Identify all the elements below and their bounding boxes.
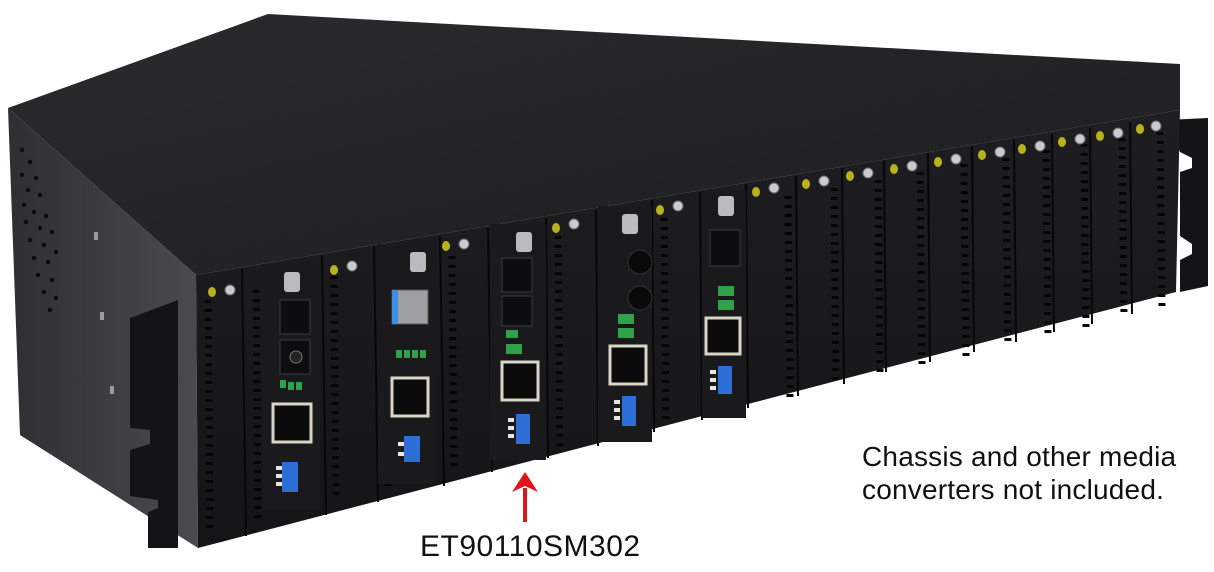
led-block [718, 286, 734, 310]
thumbscrew-icon [718, 196, 734, 216]
not-included-note: Chassis and other media converters not i… [862, 440, 1176, 506]
model-number-label: ET90110SM302 [420, 530, 641, 563]
thumbscrew-icon [516, 232, 532, 252]
thumbscrew-icon [284, 272, 300, 292]
thumbscrew-icon [410, 252, 426, 272]
module-3-et90110sm302 [490, 224, 546, 460]
led-block [618, 314, 634, 338]
led-block [280, 380, 302, 390]
rack-ear-left [130, 300, 178, 548]
dip-switch-icon [404, 436, 420, 462]
module-1 [262, 264, 320, 510]
chassis-top [8, 14, 1180, 275]
rj45-port-icon [390, 376, 430, 418]
dip-switch-icon [718, 366, 732, 394]
rj45-port-icon [704, 316, 742, 356]
thumbscrew-icon [622, 214, 638, 234]
dip-switch-icon [282, 462, 298, 492]
rack-ear-right [1166, 118, 1208, 292]
note-line-1: Chassis and other media [862, 441, 1177, 472]
dip-switch-icon [516, 414, 530, 444]
rj45-port-icon [271, 402, 313, 444]
side-screws [94, 232, 114, 394]
module-4 [598, 206, 653, 442]
rj45-port-icon [608, 344, 648, 386]
arrow-up-icon [512, 472, 538, 522]
dip-switch-icon [622, 396, 636, 426]
module-2 [378, 244, 436, 484]
sfp-module-icon [392, 290, 398, 324]
side-vent-icon [19, 147, 59, 313]
slot-grid [241, 121, 1133, 537]
led-block [396, 350, 426, 358]
note-line-2: converters not included. [862, 474, 1165, 505]
rj45-port-icon [500, 360, 540, 402]
module-5 [702, 190, 746, 418]
chassis-front [196, 110, 1180, 548]
led-block [506, 330, 522, 354]
